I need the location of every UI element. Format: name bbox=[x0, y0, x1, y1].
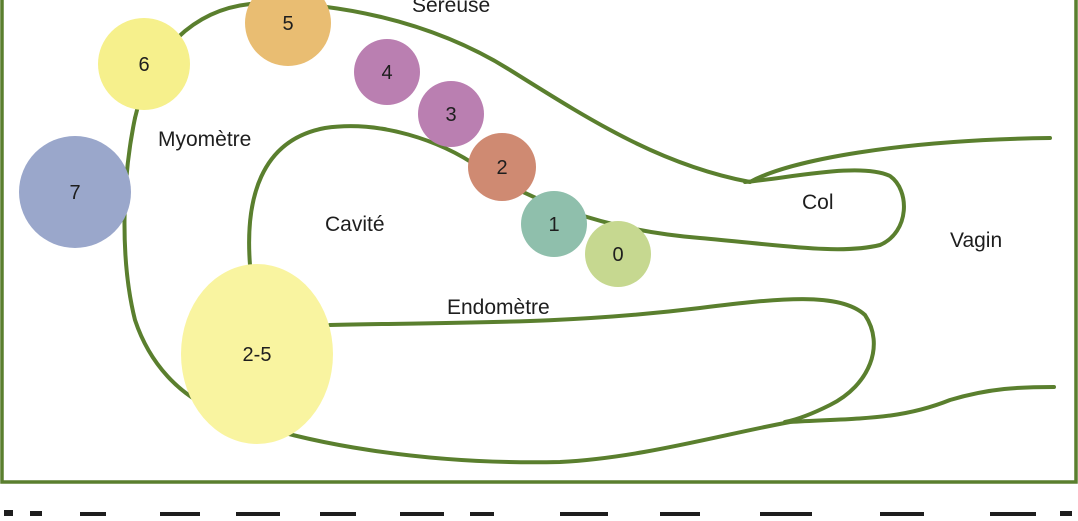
caption-fragment bbox=[30, 511, 42, 516]
stage-0-circle bbox=[585, 221, 651, 287]
cavity-outline-top bbox=[247, 124, 906, 267]
stage-6-label: 6 bbox=[138, 54, 149, 76]
stage-7-label: 7 bbox=[69, 182, 80, 204]
caption-fragment bbox=[1060, 511, 1072, 516]
stage-2-circle bbox=[468, 133, 536, 201]
stage-2-label: 2 bbox=[496, 157, 507, 179]
stage-6-circle bbox=[98, 18, 190, 110]
stage-0: 0 bbox=[585, 221, 651, 287]
caption-fragment bbox=[760, 512, 812, 516]
cavity-outline-bottom bbox=[328, 297, 876, 424]
caption-fragment bbox=[470, 512, 494, 516]
label-myometre: Myomètre bbox=[158, 128, 251, 151]
serosa-bottom bbox=[213, 385, 1056, 465]
stage-7: 7 bbox=[19, 136, 131, 248]
caption-fragment bbox=[320, 512, 356, 516]
stage-1-circle bbox=[521, 191, 587, 257]
caption-fragment bbox=[400, 512, 444, 516]
stage-0-label: 0 bbox=[612, 244, 623, 266]
label-vagin: Vagin bbox=[950, 229, 1002, 252]
stage-4-label: 4 bbox=[381, 62, 392, 84]
stage-4: 4 bbox=[354, 39, 420, 105]
stage-3-circle bbox=[418, 81, 484, 147]
stage-6: 6 bbox=[98, 18, 190, 110]
caption-fragment bbox=[660, 512, 700, 516]
serosa-outline bbox=[133, 1, 1052, 184]
stage-5-circle bbox=[245, 0, 331, 66]
stage-5-label: 5 bbox=[282, 13, 293, 35]
stage-3: 3 bbox=[418, 81, 484, 147]
stage-2-5: 2-5 bbox=[181, 264, 333, 444]
stage-1: 1 bbox=[521, 191, 587, 257]
stage-2-5-label: 2-5 bbox=[243, 344, 272, 366]
stage-7-circle bbox=[19, 136, 131, 248]
label-endometre: Endomètre bbox=[447, 296, 550, 319]
caption-fragment bbox=[880, 512, 924, 516]
stage-1-label: 1 bbox=[548, 214, 559, 236]
caption-fragment bbox=[80, 512, 106, 516]
label-cavite: Cavité bbox=[325, 213, 385, 236]
caption-fragment bbox=[4, 510, 13, 516]
stage-2: 2 bbox=[468, 133, 536, 201]
stage-3-label: 3 bbox=[445, 104, 456, 126]
caption-fragment bbox=[236, 512, 280, 516]
caption-fragment bbox=[560, 512, 608, 516]
stage-5: 5 bbox=[245, 0, 331, 66]
label-sereuse: Séreuse bbox=[412, 0, 490, 17]
figure-border bbox=[0, 0, 1078, 484]
label-col: Col bbox=[802, 191, 834, 214]
caption-fragment bbox=[160, 512, 200, 516]
stage-4-circle bbox=[354, 39, 420, 105]
caption-fragment bbox=[990, 512, 1036, 516]
stage-2-5-ellipse bbox=[181, 264, 333, 444]
caption-fragments bbox=[4, 510, 1072, 516]
